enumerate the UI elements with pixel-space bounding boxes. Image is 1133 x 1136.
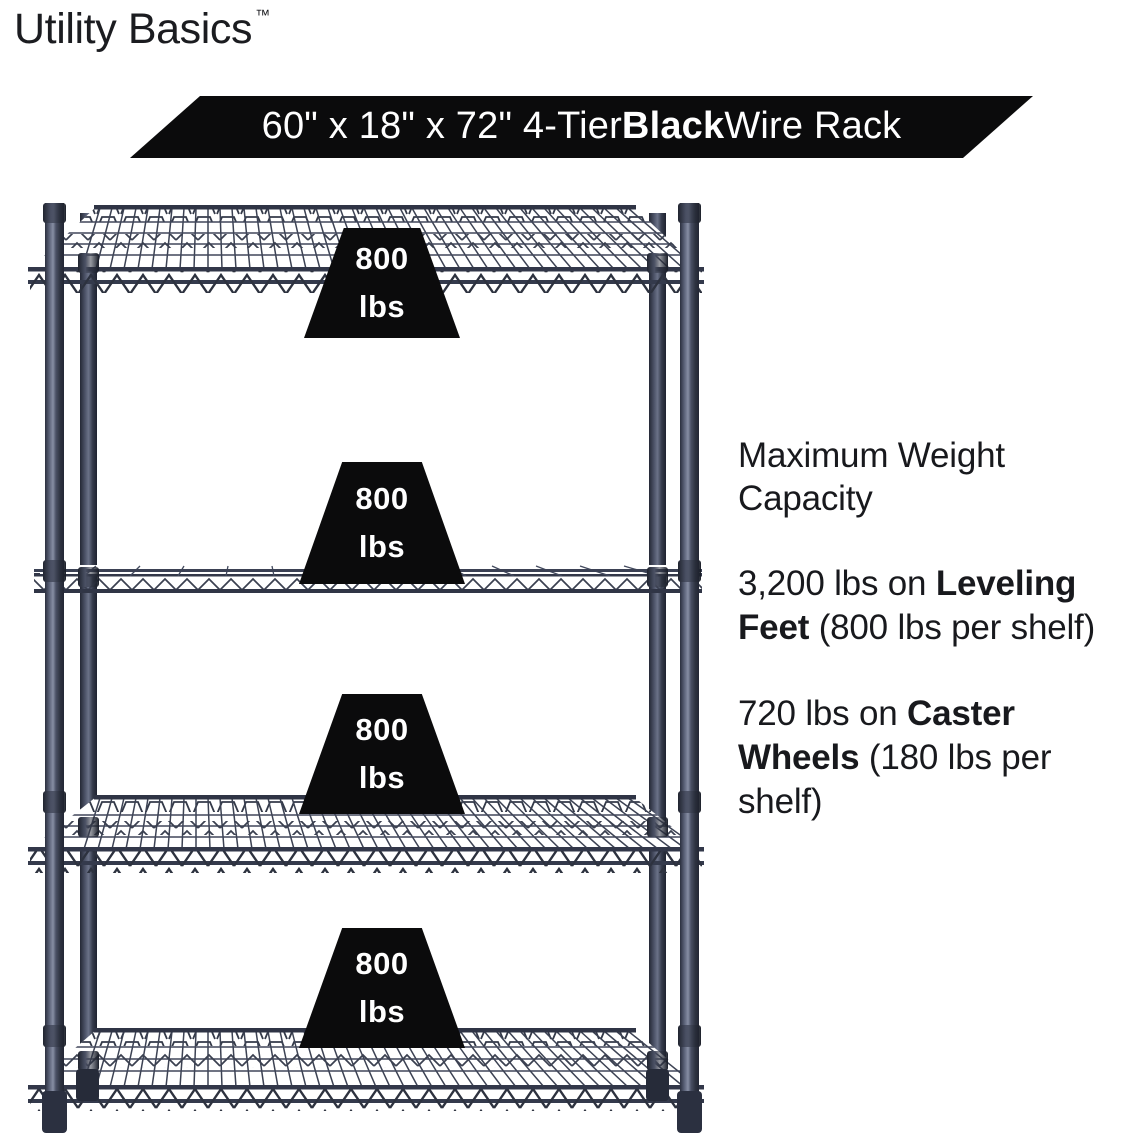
banner-title: 60" x 18" x 72" 4-Tier Black Wire Rack xyxy=(130,96,1033,158)
brand-name: Utility Basics xyxy=(14,5,253,53)
banner-title-lead: 60" x 18" x 72" 4-Tier xyxy=(261,105,622,147)
capacity-caster-wheels: 720 lbs on Caster Wheels (180 lbs per sh… xyxy=(738,692,1130,824)
leveling-trail: (800 lbs per shelf) xyxy=(809,608,1096,647)
weight-badge-shelf-2: 800 lbs xyxy=(299,462,465,584)
wire-rack-svg xyxy=(28,203,704,1133)
front-posts xyxy=(45,203,699,1119)
weight-badge-number: 800 xyxy=(355,946,409,981)
brand-logo: Utility Basics ™ xyxy=(14,2,270,56)
capacity-heading: Maximum Weight Capacity xyxy=(738,436,1005,518)
capacity-info-block: Maximum Weight Capacity 3,200 lbs on Lev… xyxy=(738,434,1130,824)
banner-title-trail: Wire Rack xyxy=(724,105,902,147)
weight-badge-unit: lbs xyxy=(358,289,406,324)
shelf-3 xyxy=(28,795,704,873)
weight-badge-unit: lbs xyxy=(358,760,406,795)
trademark-symbol: ™ xyxy=(255,7,271,24)
banner-background xyxy=(130,96,1033,158)
post-collars xyxy=(43,203,701,1071)
leveling-feet xyxy=(42,1069,702,1133)
leveling-lead: 3,200 lbs on xyxy=(738,564,936,603)
wire-rack-illustration xyxy=(0,185,740,1136)
caster-emphasis: Caster Wheels xyxy=(738,694,1015,777)
weight-badge-number: 800 xyxy=(355,712,409,747)
banner-title-emphasis: Black xyxy=(621,105,725,147)
caster-trail: (180 lbs per shelf) xyxy=(738,738,1052,821)
capacity-leveling-feet: 3,200 lbs on Leveling Feet (800 lbs per … xyxy=(738,562,1130,650)
caster-lead: 720 lbs on xyxy=(738,694,908,733)
weight-badge-unit: lbs xyxy=(358,994,406,1029)
weight-badge-number: 800 xyxy=(355,481,409,516)
product-title-banner: 60" x 18" x 72" 4-Tier Black Wire Rack xyxy=(130,96,1033,158)
weight-badge-unit: lbs xyxy=(358,529,406,564)
leveling-emphasis: Leveling Feet xyxy=(738,564,1077,647)
weight-badge-number: 800 xyxy=(355,241,409,276)
